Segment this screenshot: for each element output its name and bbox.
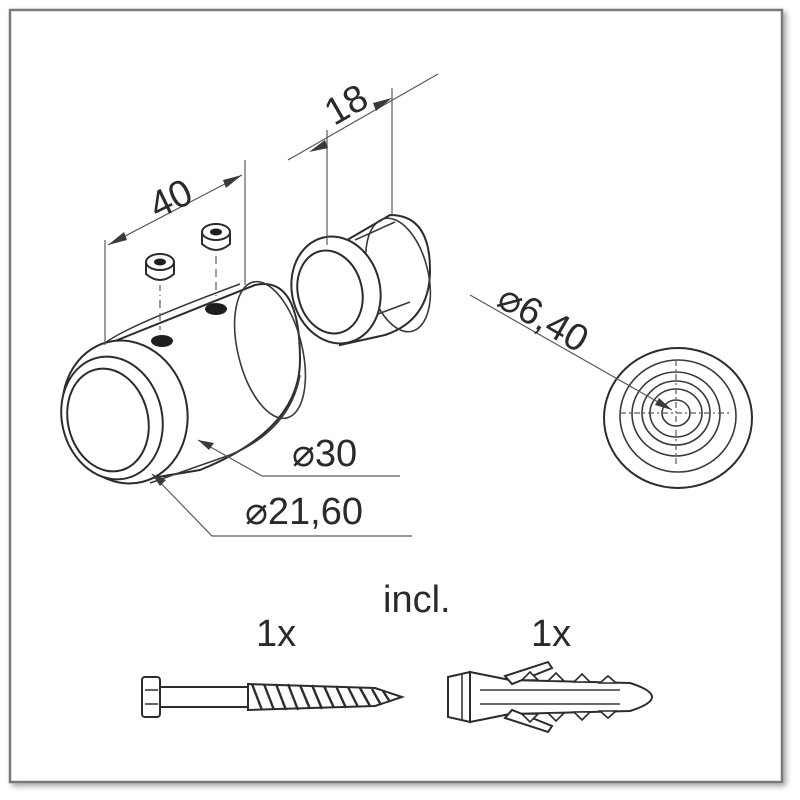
end-face-view — [603, 347, 753, 489]
screw-quantity: 1x — [256, 613, 296, 655]
dimension-21-60: ⌀21,60 — [151, 473, 412, 537]
included-heading: incl. — [383, 579, 451, 621]
screw-hole-2 — [205, 303, 227, 315]
wall-anchor — [447, 660, 654, 734]
anchor-quantity: 1x — [531, 613, 571, 655]
set-screw-1 — [145, 253, 175, 330]
dim-label-21-60: ⌀21,60 — [245, 491, 363, 533]
spacer-ring — [290, 213, 432, 347]
dim-label-30: ⌀30 — [292, 433, 357, 475]
dimension-30: ⌀30 — [197, 433, 400, 477]
main-cylinder — [60, 280, 307, 485]
set-screw-2 — [201, 223, 231, 296]
screw-hole-1 — [151, 335, 173, 347]
wood-screw — [141, 676, 406, 718]
